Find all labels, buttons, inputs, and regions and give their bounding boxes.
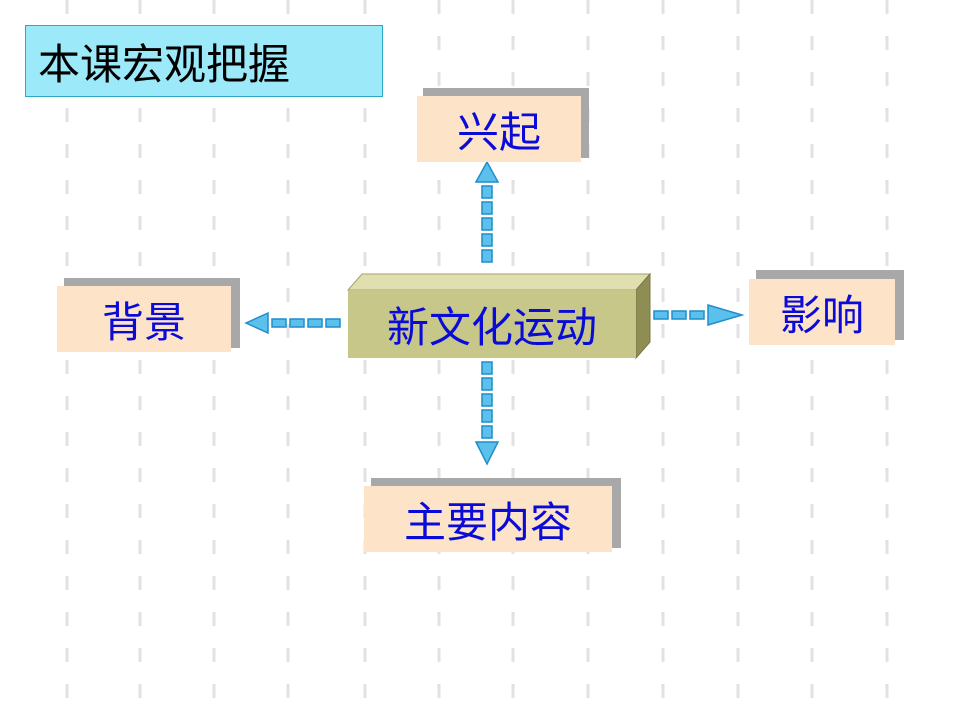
node-background-label: 背景 [101,297,186,347]
arrow-left [244,311,341,335]
node-main-content-label: 主要内容 [403,497,572,547]
arrow-down [474,361,500,466]
page-title-text: 本课宏观把握 [38,39,291,89]
node-influence-label: 影响 [779,290,864,340]
node-rise-label: 兴起 [456,107,541,157]
node-background-box: 背景 [57,286,231,352]
page-title: 本课宏观把握 [25,25,383,97]
arrow-right [653,303,745,327]
arrow-up [474,160,500,263]
node-influence-box: 影响 [749,279,895,345]
center-box-side-face [635,272,651,360]
center-box-top-face [346,273,652,291]
node-main-content-box: 主要内容 [364,486,612,552]
node-rise-box: 兴起 [417,96,581,162]
center-node-label: 新文化运动 [386,302,597,352]
center-node: 新文化运动 [348,290,636,358]
